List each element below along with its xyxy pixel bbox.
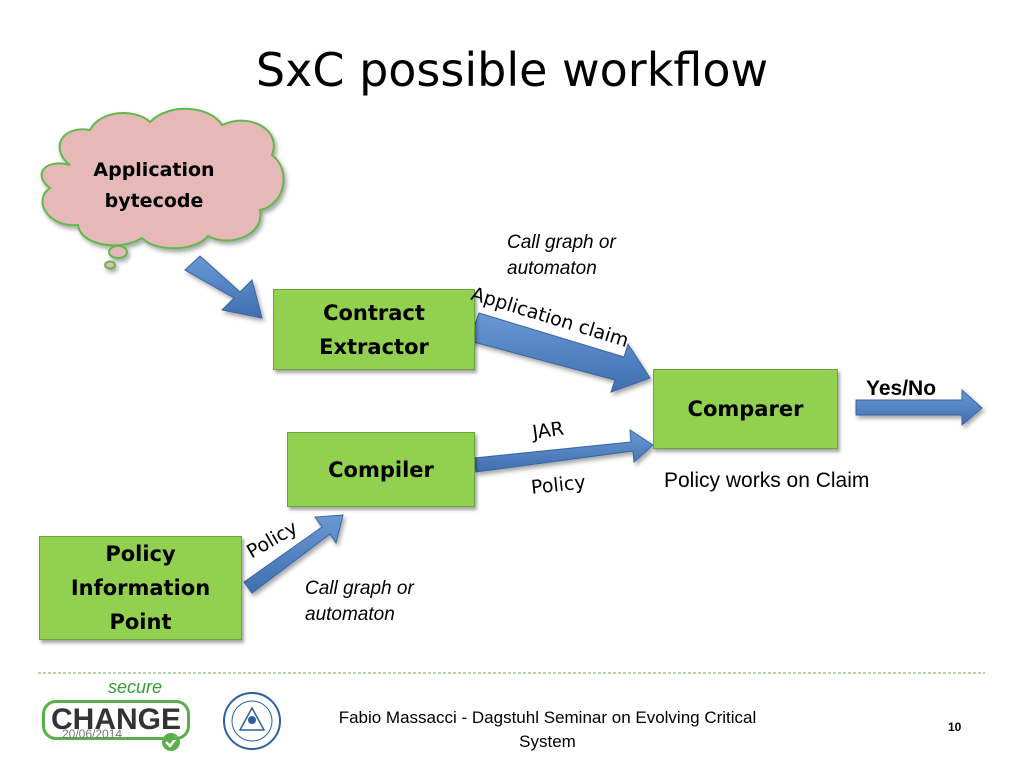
contract-extractor-label: Contract Extractor bbox=[319, 300, 429, 359]
slide-date: 20/06/2014 bbox=[62, 727, 123, 741]
thought-cloud bbox=[40, 107, 285, 270]
university-seal-icon bbox=[223, 692, 281, 750]
compiler-label: Compiler bbox=[328, 457, 434, 482]
page-number: 10 bbox=[948, 720, 962, 734]
logo-secure-text: secure bbox=[108, 677, 163, 697]
footer-text: Fabio Massacci - Dagstuhl Seminar on Evo… bbox=[338, 708, 757, 751]
policy-information-point-box: Policy Information Point bbox=[39, 536, 242, 640]
comparer-label: Comparer bbox=[687, 397, 804, 421]
arrow-pip-to-compiler bbox=[243, 514, 344, 594]
cloud-label: Application bytecode bbox=[93, 159, 215, 212]
call-graph-label-bottom: Call graph or automaton bbox=[305, 578, 414, 625]
arrow-cloud-to-extractor bbox=[184, 255, 263, 319]
jar-label: JAR bbox=[531, 417, 566, 444]
policy-works-label: Policy works on Claim bbox=[664, 469, 870, 492]
contract-extractor-box: Contract Extractor bbox=[273, 289, 475, 370]
arrow-extractor-to-comparer bbox=[469, 312, 651, 393]
comparer-box: Comparer bbox=[653, 369, 838, 449]
call-graph-label-top: Call graph or automaton bbox=[507, 232, 616, 279]
compiler-box: Compiler bbox=[287, 432, 475, 507]
arrow-compiler-to-comparer bbox=[473, 429, 654, 473]
yes-no-label: Yes/No bbox=[866, 377, 937, 400]
arrow-output bbox=[855, 388, 983, 427]
logo-change-text: CHANGE bbox=[42, 700, 191, 740]
slide-title: SxC possible workflow bbox=[255, 43, 769, 97]
pip-label: Policy Information Point bbox=[70, 542, 211, 634]
